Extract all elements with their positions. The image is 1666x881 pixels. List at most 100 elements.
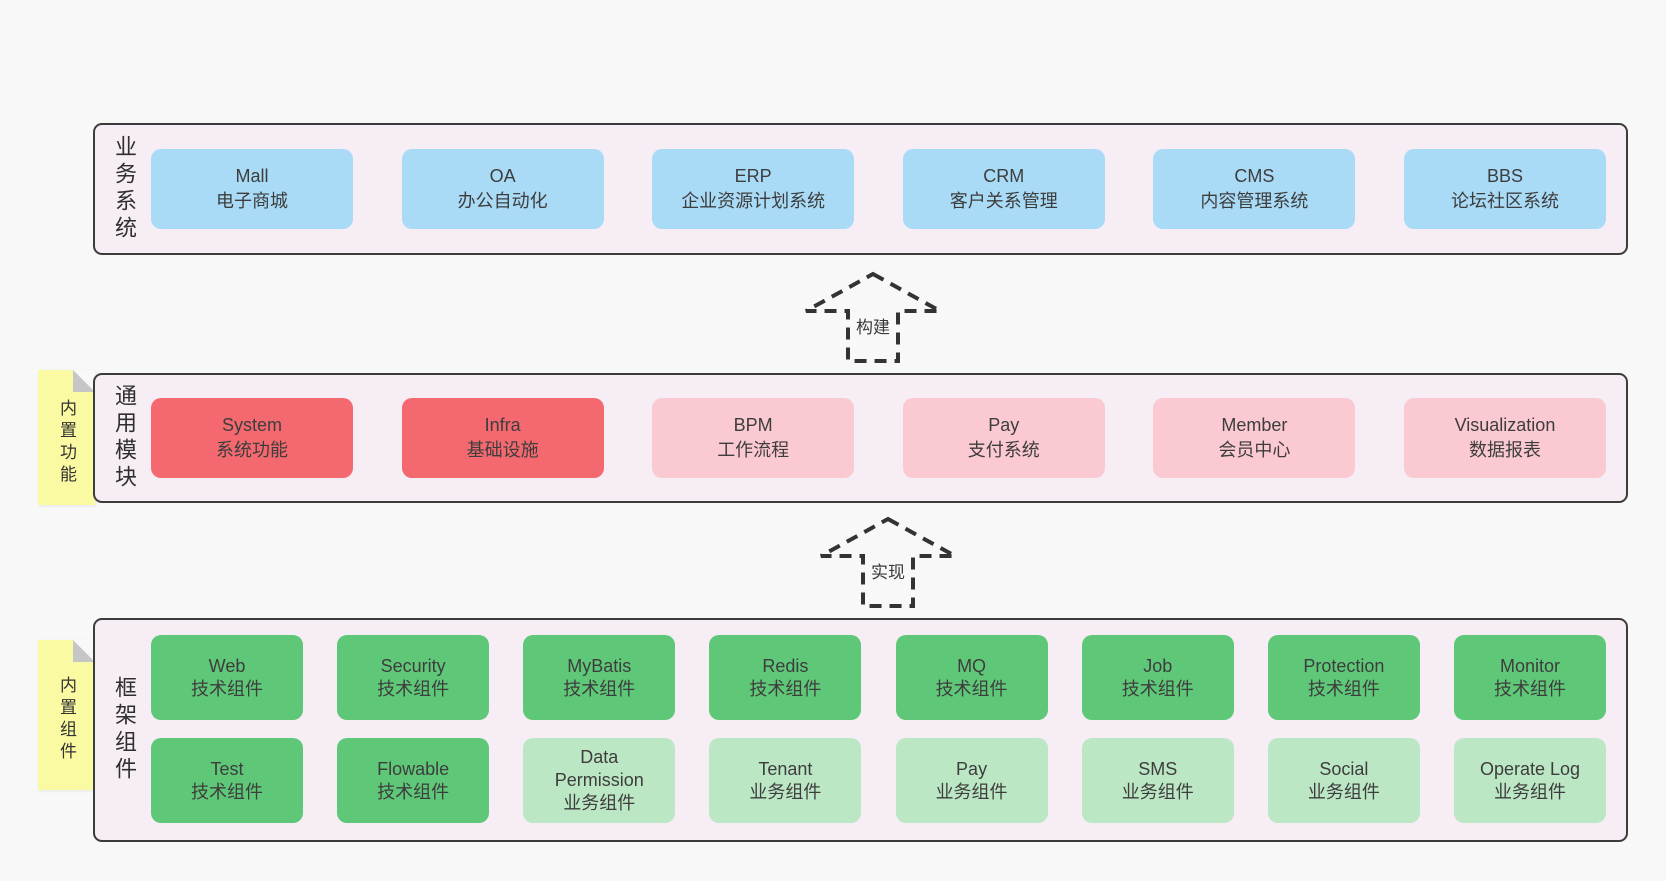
box-subtitle: 技术组件: [749, 678, 822, 699]
box-title: Visualization: [1454, 415, 1556, 435]
band-business-systems: 业务系统 Mall 电子商城 OA 办公自动化 ERP 企业资源计划系统 CRM 客户关系管理…: [93, 123, 1628, 255]
diagram-box-data-permission: Data Permission 业务组件: [523, 738, 676, 823]
box-title: Mall: [235, 166, 269, 186]
box-subtitle: 系统功能: [216, 440, 288, 460]
diagram-box-oa: OA 办公自动化: [401, 149, 604, 229]
diagram-box-mall: Mall 电子商城: [151, 149, 353, 229]
box-subtitle: 技术组件: [377, 678, 450, 699]
box-subtitle: 技术组件: [563, 678, 636, 699]
band-label-common-modules: 通用模块: [112, 384, 137, 492]
common-modules-box-list: System 系统功能 Infra 基础设施 BPM 工作流程 Pay 支付系统 Member 会…: [151, 375, 1606, 501]
box-title: BPM: [733, 415, 773, 435]
box-subtitle: 基础设施: [466, 440, 539, 460]
sticky-note-builtin-features: 内置功能: [38, 370, 95, 505]
box-subtitle: 支付系统: [967, 440, 1040, 460]
box-title: Monitor: [1499, 655, 1560, 676]
box-subtitle: 工作流程: [717, 440, 790, 460]
box-title: Infra: [484, 415, 521, 435]
box-title: Web: [208, 655, 246, 676]
box-subtitle: 企业资源计划系统: [681, 191, 826, 211]
box-subtitle: 数据报表: [1468, 440, 1541, 460]
diagram-box-system: System 系统功能: [151, 398, 353, 478]
diagram-box-bbs: BBS 论坛社区系统: [1403, 149, 1606, 229]
box-title: OA: [489, 166, 516, 186]
box-title: CRM: [983, 166, 1025, 186]
box-subtitle: 业务组件: [1307, 781, 1380, 802]
box-title: System: [221, 415, 282, 435]
diagram-box-pay: Pay 支付系统: [902, 398, 1105, 478]
arrow-implement: 实现: [818, 516, 958, 610]
box-title: Tenant: [758, 758, 813, 779]
box-title: BBS: [1486, 166, 1523, 186]
box-subtitle: 技术组件: [1307, 678, 1380, 699]
box-title: Operate Log: [1479, 758, 1581, 779]
diagram-box-crm: CRM 客户关系管理: [902, 149, 1105, 229]
box-title: SMS: [1138, 758, 1178, 779]
box-title: Member: [1221, 415, 1288, 435]
box-subtitle: 业务组件: [563, 793, 636, 813]
box-title: CMS: [1234, 166, 1275, 186]
box-subtitle: 业务组件: [1493, 781, 1566, 802]
box-title: Social: [1319, 758, 1369, 779]
box-subtitle: 技术组件: [1121, 678, 1194, 699]
arrow-implement-label: 实现: [868, 558, 908, 583]
box-subtitle: 内容管理系统: [1200, 191, 1309, 211]
diagram-box-member: Member 会员中心: [1153, 398, 1356, 478]
band-label-framework-components: 框架组件: [112, 676, 137, 784]
sticky-note-text: 内置功能: [57, 398, 76, 487]
box-title: Pay: [988, 415, 1020, 435]
box-subtitle: 业务组件: [1121, 781, 1194, 802]
business-systems-box-list: Mall 电子商城 OA 办公自动化 ERP 企业资源计划系统 CRM 客户关系管理 CMS 内容…: [151, 125, 1606, 253]
box-title: ERP: [734, 166, 772, 186]
diagram-box-infra: Infra 基础设施: [401, 398, 604, 478]
diagram-box-visualization: Visualization 数据报表: [1403, 398, 1606, 478]
arrow-build-label: 构建: [853, 313, 893, 338]
sticky-note-builtin-components: 内置组件: [38, 640, 95, 790]
box-subtitle: 办公自动化: [457, 191, 548, 211]
box-subtitle: 客户关系管理: [949, 191, 1058, 211]
box-subtitle: 电子商城: [216, 191, 288, 211]
box-title: Security: [380, 655, 446, 676]
box-title: Protection: [1303, 655, 1385, 676]
box-title: Job: [1143, 655, 1173, 676]
box-title: Pay: [956, 758, 988, 779]
band-common-modules: 通用模块 System 系统功能 Infra 基础设施 BPM 工作流程 Pay 支付系统 Me…: [93, 373, 1628, 503]
box-subtitle: 技术组件: [935, 678, 1008, 699]
box-title: Flowable: [377, 758, 450, 779]
box-subtitle: 论坛社区系统: [1450, 191, 1559, 211]
diagram-box-cms: CMS 内容管理系统: [1153, 149, 1356, 229]
box-subtitle: 技术组件: [191, 781, 263, 802]
box-subtitle: 业务组件: [935, 781, 1008, 802]
diagram-box-erp: ERP 企业资源计划系统: [652, 149, 855, 229]
diagram-box-bpm: BPM 工作流程: [652, 398, 855, 478]
box-title: Test: [210, 758, 244, 779]
box-title: MQ: [957, 655, 987, 676]
box-subtitle: 技术组件: [191, 678, 263, 699]
box-title: Data Permission: [554, 747, 644, 790]
box-subtitle: 业务组件: [749, 781, 822, 802]
band-label-business-systems: 业务系统: [112, 135, 137, 243]
box-title: Redis: [762, 655, 809, 676]
box-subtitle: 会员中心: [1218, 440, 1291, 460]
sticky-note-text: 内置组件: [57, 676, 76, 764]
arrow-build: 构建: [803, 271, 943, 365]
